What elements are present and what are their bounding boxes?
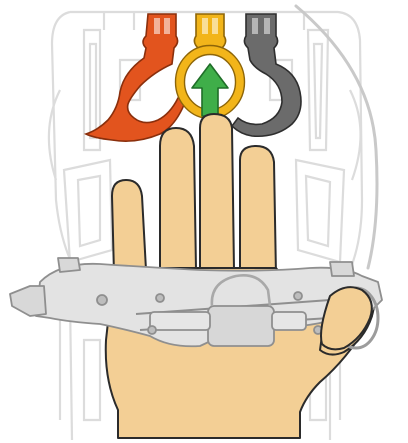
device-attachment-diagram	[0, 0, 408, 443]
illustration	[0, 0, 408, 443]
